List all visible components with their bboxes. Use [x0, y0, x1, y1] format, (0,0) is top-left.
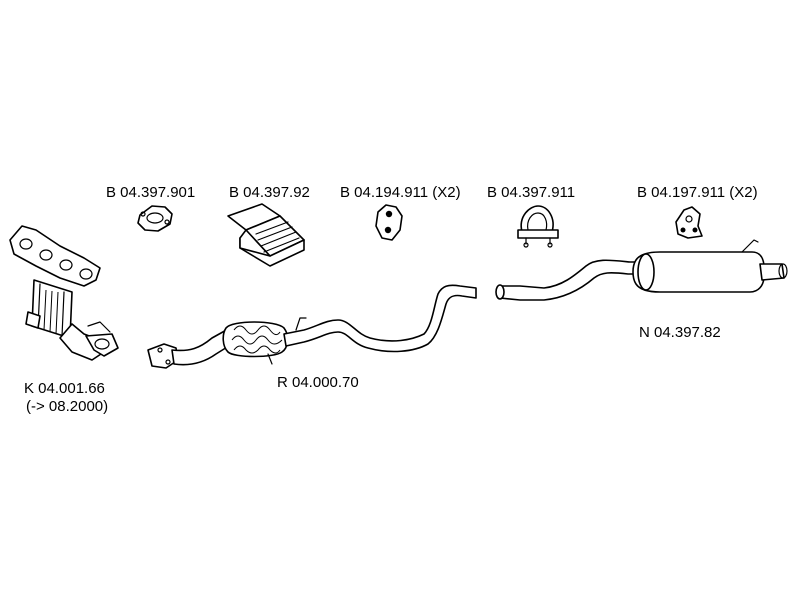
rear-silencer-label: N 04.397.82	[639, 324, 721, 341]
rear-hanger-label: B 04.197.911 (X2)	[637, 184, 758, 201]
manifold-date-note: (-> 08.2000)	[26, 398, 109, 415]
rubber-hanger-label: B 04.194.911 (X2)	[340, 184, 461, 201]
pipe-clamp-label: B 04.397.911	[487, 184, 576, 201]
gasket-part[interactable]	[137, 205, 173, 232]
manifold-catalyst-part[interactable]	[9, 225, 119, 361]
rubber-hanger-part[interactable]	[375, 204, 403, 241]
mounting-kit-box[interactable]	[227, 203, 305, 267]
manifold-part-code: K 04.001.66	[24, 380, 105, 397]
rear-silencer-part[interactable]	[495, 239, 788, 301]
gasket-label: B 04.397.901	[106, 184, 196, 201]
middle-pipe-label: R 04.000.70	[277, 374, 359, 391]
rear-hanger-part[interactable]	[675, 206, 703, 239]
mounting-kit-label: B 04.397.92	[229, 184, 310, 201]
middle-pipe-part[interactable]	[147, 284, 477, 369]
pipe-clamp-part[interactable]	[517, 205, 559, 248]
